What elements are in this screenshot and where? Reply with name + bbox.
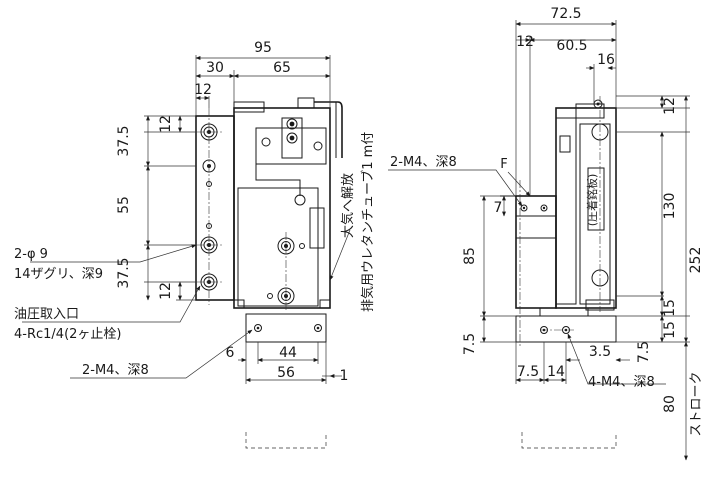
dim-12-left-top: 12 (158, 115, 174, 133)
callout-tap-holes-front: 2-M4、深8 (82, 363, 149, 378)
dim-55: 55 (116, 196, 132, 214)
callout-tap-holes-side-bot: 4-M4、深8 (588, 375, 655, 390)
dim-80: 80 (662, 395, 678, 413)
dim-56: 56 (277, 365, 295, 381)
dim-37-5-bot: 37.5 (116, 257, 132, 288)
callout-counterbore-1: 2-φ 9 (14, 247, 48, 262)
dim-14: 14 (547, 364, 565, 380)
dim-37-5-top: 37.5 (116, 125, 132, 156)
dim-6: 6 (226, 345, 235, 361)
side-view: (圧着銘板) (388, 20, 690, 461)
front-left-block (195, 115, 235, 301)
dim-1: 1 (340, 368, 349, 384)
dim-7-5-base: 7.5 (517, 364, 539, 380)
callout-exhaust-1: 大気へ解放 (340, 173, 356, 238)
front-linkage (255, 127, 327, 165)
dim-30: 30 (206, 60, 224, 76)
urethane-tube (314, 101, 343, 158)
dim-95: 95 (254, 40, 272, 56)
dim-12-left-bot: 12 (158, 282, 174, 300)
dim-15-a: 15 (662, 299, 678, 317)
dim-65: 65 (273, 60, 291, 76)
dim-12-top: 12 (194, 82, 212, 98)
callout-exhaust-2: 排気用ウレタンチューブ1 m付 (360, 132, 376, 312)
side-nameplate (587, 167, 605, 231)
dim-7: 7 (494, 200, 503, 216)
dim-12-side-top: 12 (662, 97, 678, 115)
dim-7-5-right: 7.5 (636, 341, 652, 363)
callout-oil-port-2: 4-Rc1/4(2ヶ止栓) (14, 327, 121, 342)
dim-3-5: 3.5 (589, 344, 611, 360)
dim-85: 85 (462, 247, 478, 265)
dim-15-b: 15 (662, 321, 678, 339)
front-stroke-extension (245, 432, 327, 449)
side-lower-block (515, 195, 557, 309)
dim-16: 16 (597, 52, 615, 68)
callout-tap-holes-side-top: 2-M4、深8 (390, 155, 457, 170)
front-view (22, 55, 351, 449)
dim-130: 130 (662, 193, 678, 220)
side-stroke-extension (521, 432, 617, 449)
dim-252: 252 (688, 247, 704, 274)
front-flange (245, 313, 327, 343)
dim-72-5: 72.5 (550, 6, 581, 22)
callout-face-F: F (500, 157, 507, 172)
dim-60-5: 60.5 (556, 38, 587, 54)
dim-12-side: 12 (516, 34, 534, 50)
callout-counterbore-2: 14ザグリ、深9 (14, 267, 103, 282)
front-port-holes (200, 123, 305, 305)
dim-7-5-left: 7.5 (462, 333, 478, 355)
nameplate-label: (圧着銘板) (585, 174, 599, 227)
callout-oil-port-1: 油圧取入口 (14, 307, 79, 322)
dim-44: 44 (279, 345, 297, 361)
stroke-label: ストローク (689, 371, 704, 436)
